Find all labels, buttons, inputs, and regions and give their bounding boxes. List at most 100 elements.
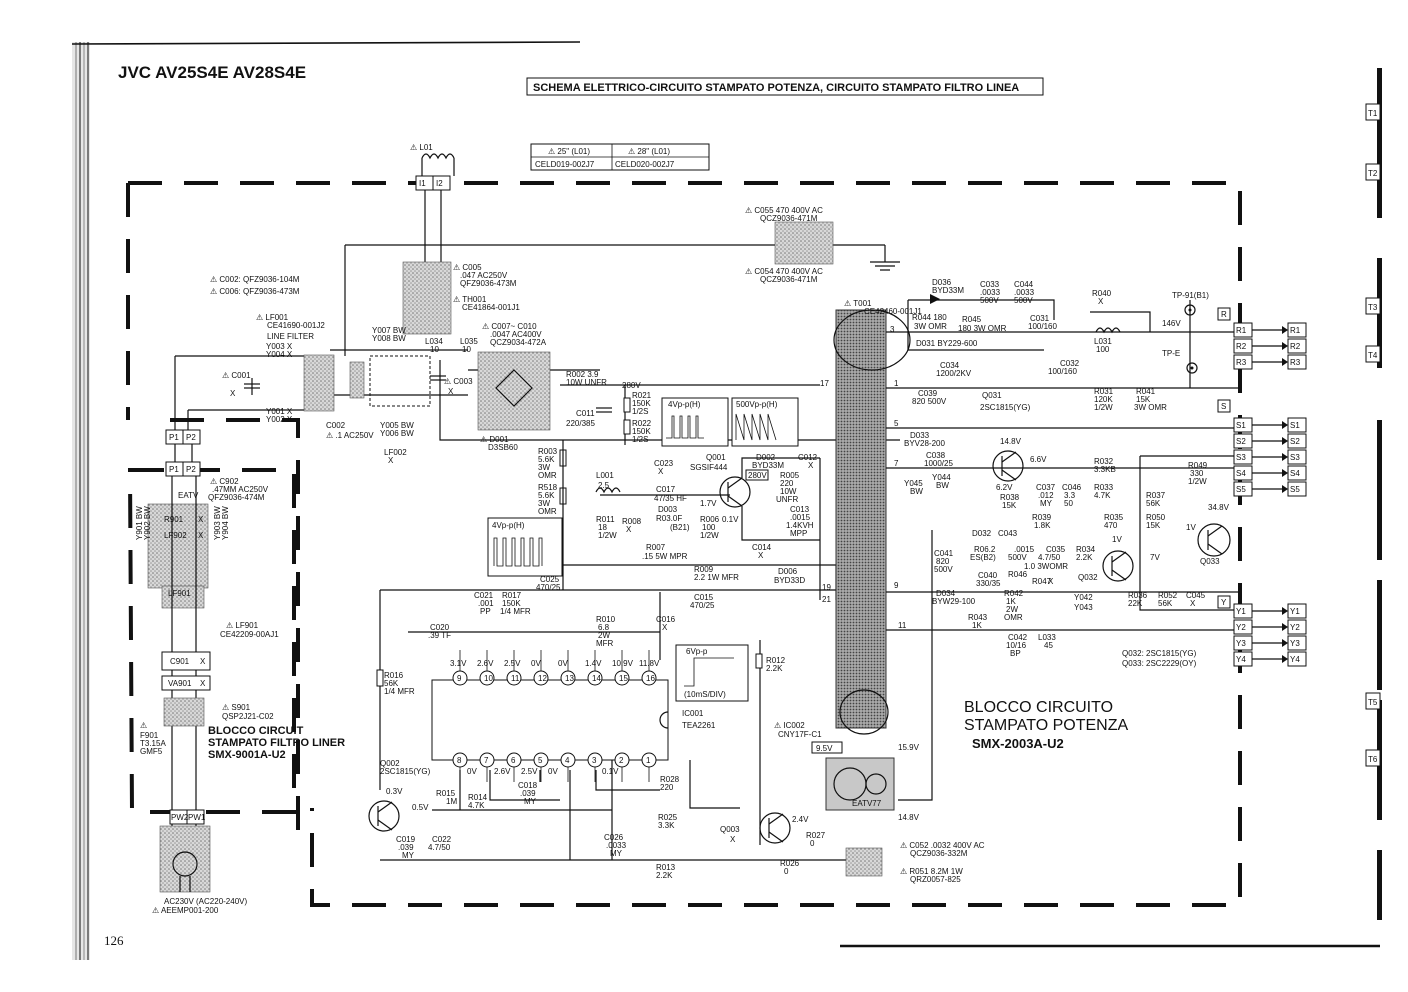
side-tab-t2[interactable]: T2 (1365, 163, 1381, 181)
d031-label: D031 BY229-600 (916, 339, 978, 348)
ic001-name: IC001 (682, 709, 704, 718)
svg-text:AC230V (AC220-240V): AC230V (AC220-240V) (164, 897, 247, 906)
connector-pw[interactable]: PW2 PW1 (169, 809, 206, 825)
svg-text:QFZ9036-474M: QFZ9036-474M (208, 493, 265, 502)
c054-c055-area (774, 221, 834, 265)
svg-text:R045: R045 (962, 315, 982, 324)
connector-p-upper[interactable]: P1 P2 (165, 429, 201, 445)
sheet-title: SCHEMA ELETTRICO-CIRCUITO STAMPATO POTEN… (533, 82, 1019, 94)
r014-label: R014 4.7K (468, 793, 488, 810)
ic001-chip: IC001 TEA2261 (431, 679, 716, 761)
svg-text:MY: MY (402, 851, 415, 860)
svg-text:280V: 280V (748, 471, 767, 480)
ic001-pin-voltage: 10.9V (612, 659, 634, 668)
svg-text:⚠ LF901: ⚠ LF901 (226, 621, 259, 630)
connector-i2-label: I2 (436, 179, 443, 188)
page-number: 126 (104, 933, 124, 948)
svg-text:L035: L035 (460, 337, 478, 346)
mains-plug-area (159, 825, 211, 893)
svg-text:R2: R2 (1290, 342, 1301, 351)
svg-text:OMR: OMR (538, 507, 557, 516)
side-tab-t1[interactable]: T1 (1365, 103, 1381, 121)
ic001-pin-top: 102.6V (477, 650, 495, 686)
waveform-q001: 4Vp-p(H) (661, 397, 729, 447)
c054-label: ⚠ C054 470 400V AC QCZ9036-471M (745, 267, 823, 284)
svg-text:R038: R038 (1000, 493, 1020, 502)
svg-text:L031: L031 (1094, 337, 1112, 346)
svg-text:3W: 3W (538, 463, 550, 472)
svg-text:S4: S4 (1290, 469, 1300, 478)
svg-text:47/35 HF: 47/35 HF (654, 494, 687, 503)
coil-col2-head: ⚠ 28" (L01) (628, 147, 670, 156)
side-tab-t6[interactable]: T6 (1365, 749, 1381, 767)
c015-label: C015 470/25 (690, 593, 715, 610)
svg-text:1.0 3WOMR: 1.0 3WOMR (1024, 562, 1068, 571)
svg-text:CE42209-00AJ1: CE42209-00AJ1 (220, 630, 279, 639)
svg-text:⚠ C902: ⚠ C902 (210, 477, 239, 486)
svg-text:R021: R021 (632, 391, 652, 400)
svg-text:3W: 3W (538, 499, 550, 508)
ic001-pin-top: 93.1V (450, 650, 468, 686)
c019-label: C019 .039 MY (396, 835, 416, 860)
ic001-pins: 93.1V102.6V112.5V120V130V141.4V1510.9V16… (450, 650, 660, 782)
svg-text:Y045: Y045 (904, 479, 923, 488)
svg-text:R006: R006 (700, 515, 720, 524)
svg-text:330: 330 (1190, 469, 1204, 478)
svg-text:0.5V: 0.5V (412, 803, 429, 812)
lf001-label: ⚠ LF001 CE41690-001J2 LINE FILTER (256, 313, 325, 341)
connector-p2b-label: P2 (186, 465, 196, 474)
svg-text:Y2: Y2 (1236, 623, 1246, 632)
r009-label: R009 2.2 1W MFR (694, 565, 739, 582)
svg-text:C041: C041 (934, 549, 954, 558)
svg-text:⚠: ⚠ (140, 721, 147, 730)
svg-text:EATV77: EATV77 (852, 799, 882, 808)
svg-text:2W: 2W (598, 631, 610, 640)
t001-top-ring (833, 309, 911, 371)
svg-text:.001: .001 (478, 599, 494, 608)
r016-label: R016 56K 1/4 MFR (376, 669, 415, 696)
q033-transistor: 34.8V Q033 (1197, 503, 1231, 566)
svg-text:.0015: .0015 (790, 513, 811, 522)
svg-text:6Vp-p: 6Vp-p (686, 647, 708, 656)
svg-text:C022: C022 (432, 835, 452, 844)
side-tab-t5[interactable]: T5 (1365, 692, 1381, 710)
ic001-pin-bottom: 8 (452, 752, 468, 782)
svg-text:X: X (200, 679, 206, 688)
svg-text:X: X (626, 525, 632, 534)
svg-text:QCZ9036-471M: QCZ9036-471M (760, 275, 818, 284)
svg-text:D036: D036 (932, 278, 952, 287)
r037-label: R037 56K (1146, 491, 1166, 508)
r036-label: R036 22K (1128, 591, 1148, 608)
svg-text:S3: S3 (1236, 453, 1246, 462)
connector-p-lower[interactable]: P1 P2 (165, 461, 201, 477)
side-tab-t3[interactable]: T3 (1365, 297, 1381, 315)
svg-text:R049: R049 (1188, 461, 1208, 470)
ic001-pin-bottom: 4 (560, 752, 576, 782)
side-tab-t4[interactable]: T4 (1365, 345, 1381, 363)
c020-label: C020 .39 TF (428, 623, 451, 640)
d036-label: D036 BYD33M (930, 278, 964, 304)
s901-switch[interactable] (163, 697, 205, 727)
svg-text:1.4KVH: 1.4KVH (786, 521, 814, 530)
connector-i[interactable]: I1 I2 (415, 175, 451, 191)
ic001-pin-voltage: 0V (558, 659, 568, 668)
c012-label: C012 X (798, 453, 818, 470)
svg-text:330/35: 330/35 (976, 579, 1001, 588)
svg-text:C043: C043 (998, 529, 1018, 538)
q032-transistor: Q032 (1078, 550, 1134, 582)
c005-label: ⚠ C005 .047 AC250V QFZ9036-473M (453, 263, 517, 288)
